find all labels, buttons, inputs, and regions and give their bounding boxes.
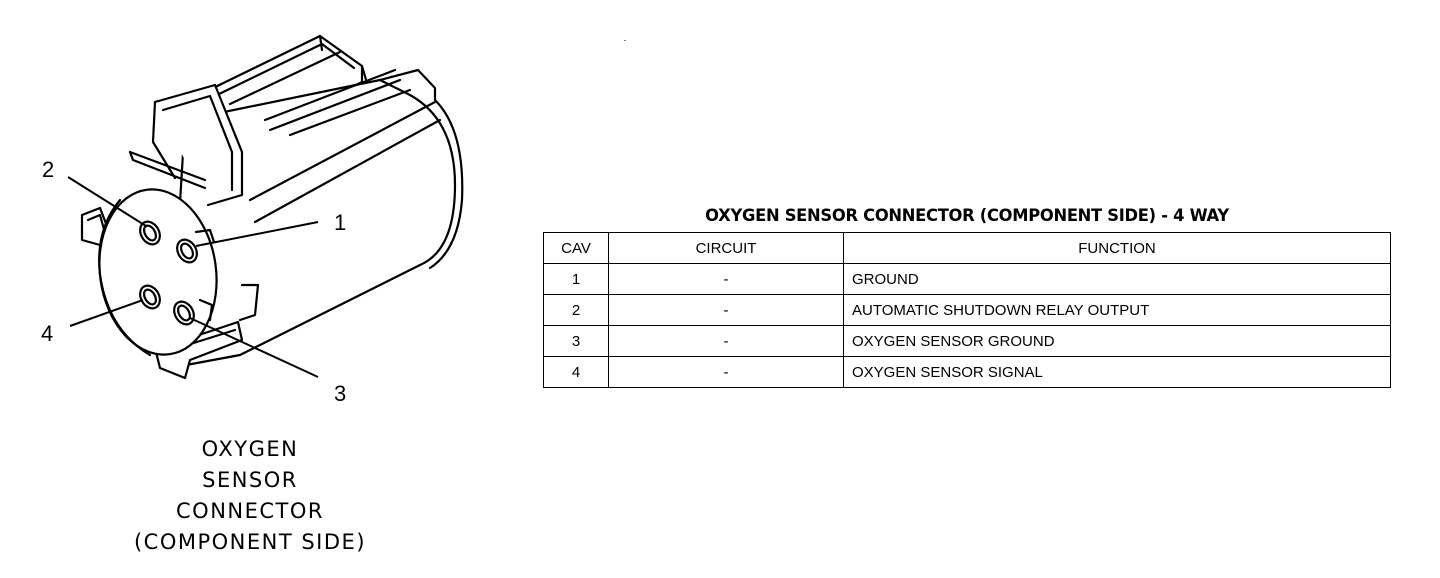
cell-circuit: - xyxy=(608,263,844,295)
table-row: 1 - GROUND xyxy=(543,263,1391,295)
leader-line-3 xyxy=(189,317,319,378)
connector-illustration: 1 2 3 4 xyxy=(41,34,464,406)
table-header-row: CAV CIRCUIT FUNCTION xyxy=(543,232,1391,264)
header-function: FUNCTION xyxy=(843,232,1391,264)
caption-line: SENSOR xyxy=(202,468,298,492)
pin-label-2: 2 xyxy=(42,157,54,182)
table-row: 4 - OXYGEN SENSOR SIGNAL xyxy=(543,356,1391,388)
caption-line: CONNECTOR xyxy=(176,499,324,523)
header-circuit: CIRCUIT xyxy=(608,232,844,264)
cell-circuit: - xyxy=(608,294,844,326)
cell-cav: 3 xyxy=(543,325,609,357)
cell-function: AUTOMATIC SHUTDOWN RELAY OUTPUT xyxy=(843,294,1391,326)
leader-line-4 xyxy=(69,299,144,327)
cell-function: OXYGEN SENSOR GROUND xyxy=(843,325,1391,357)
cell-circuit: - xyxy=(608,356,844,388)
header-cav: CAV xyxy=(543,232,609,264)
table-row: 3 - OXYGEN SENSOR GROUND xyxy=(543,325,1391,357)
cell-function: GROUND xyxy=(843,263,1391,295)
cell-cav: 2 xyxy=(543,294,609,326)
pin-label-4: 4 xyxy=(41,321,53,346)
caption-line: OXYGEN xyxy=(201,437,299,461)
leader-line-1 xyxy=(195,221,319,247)
cell-function: OXYGEN SENSOR SIGNAL xyxy=(843,356,1391,388)
cell-cav: 1 xyxy=(543,263,609,295)
caption-line: (COMPONENT SIDE) xyxy=(133,530,367,554)
connector-caption: OXYGEN SENSOR CONNECTOR (COMPONENT SIDE) xyxy=(100,434,400,558)
table-title: OXYGEN SENSOR CONNECTOR (COMPONENT SIDE)… xyxy=(705,206,1229,226)
stray-dot xyxy=(624,40,626,41)
cell-cav: 4 xyxy=(543,356,609,388)
connector-lock-frame xyxy=(153,83,244,207)
table-row: 2 - AUTOMATIC SHUTDOWN RELAY OUTPUT xyxy=(543,294,1391,326)
cell-circuit: - xyxy=(608,325,844,357)
pinout-table: CAV CIRCUIT FUNCTION 1 - GROUND 2 - AUTO… xyxy=(543,232,1391,388)
pin-label-3: 3 xyxy=(334,381,346,406)
leader-line-2 xyxy=(67,176,147,227)
pin-label-1: 1 xyxy=(334,210,346,235)
